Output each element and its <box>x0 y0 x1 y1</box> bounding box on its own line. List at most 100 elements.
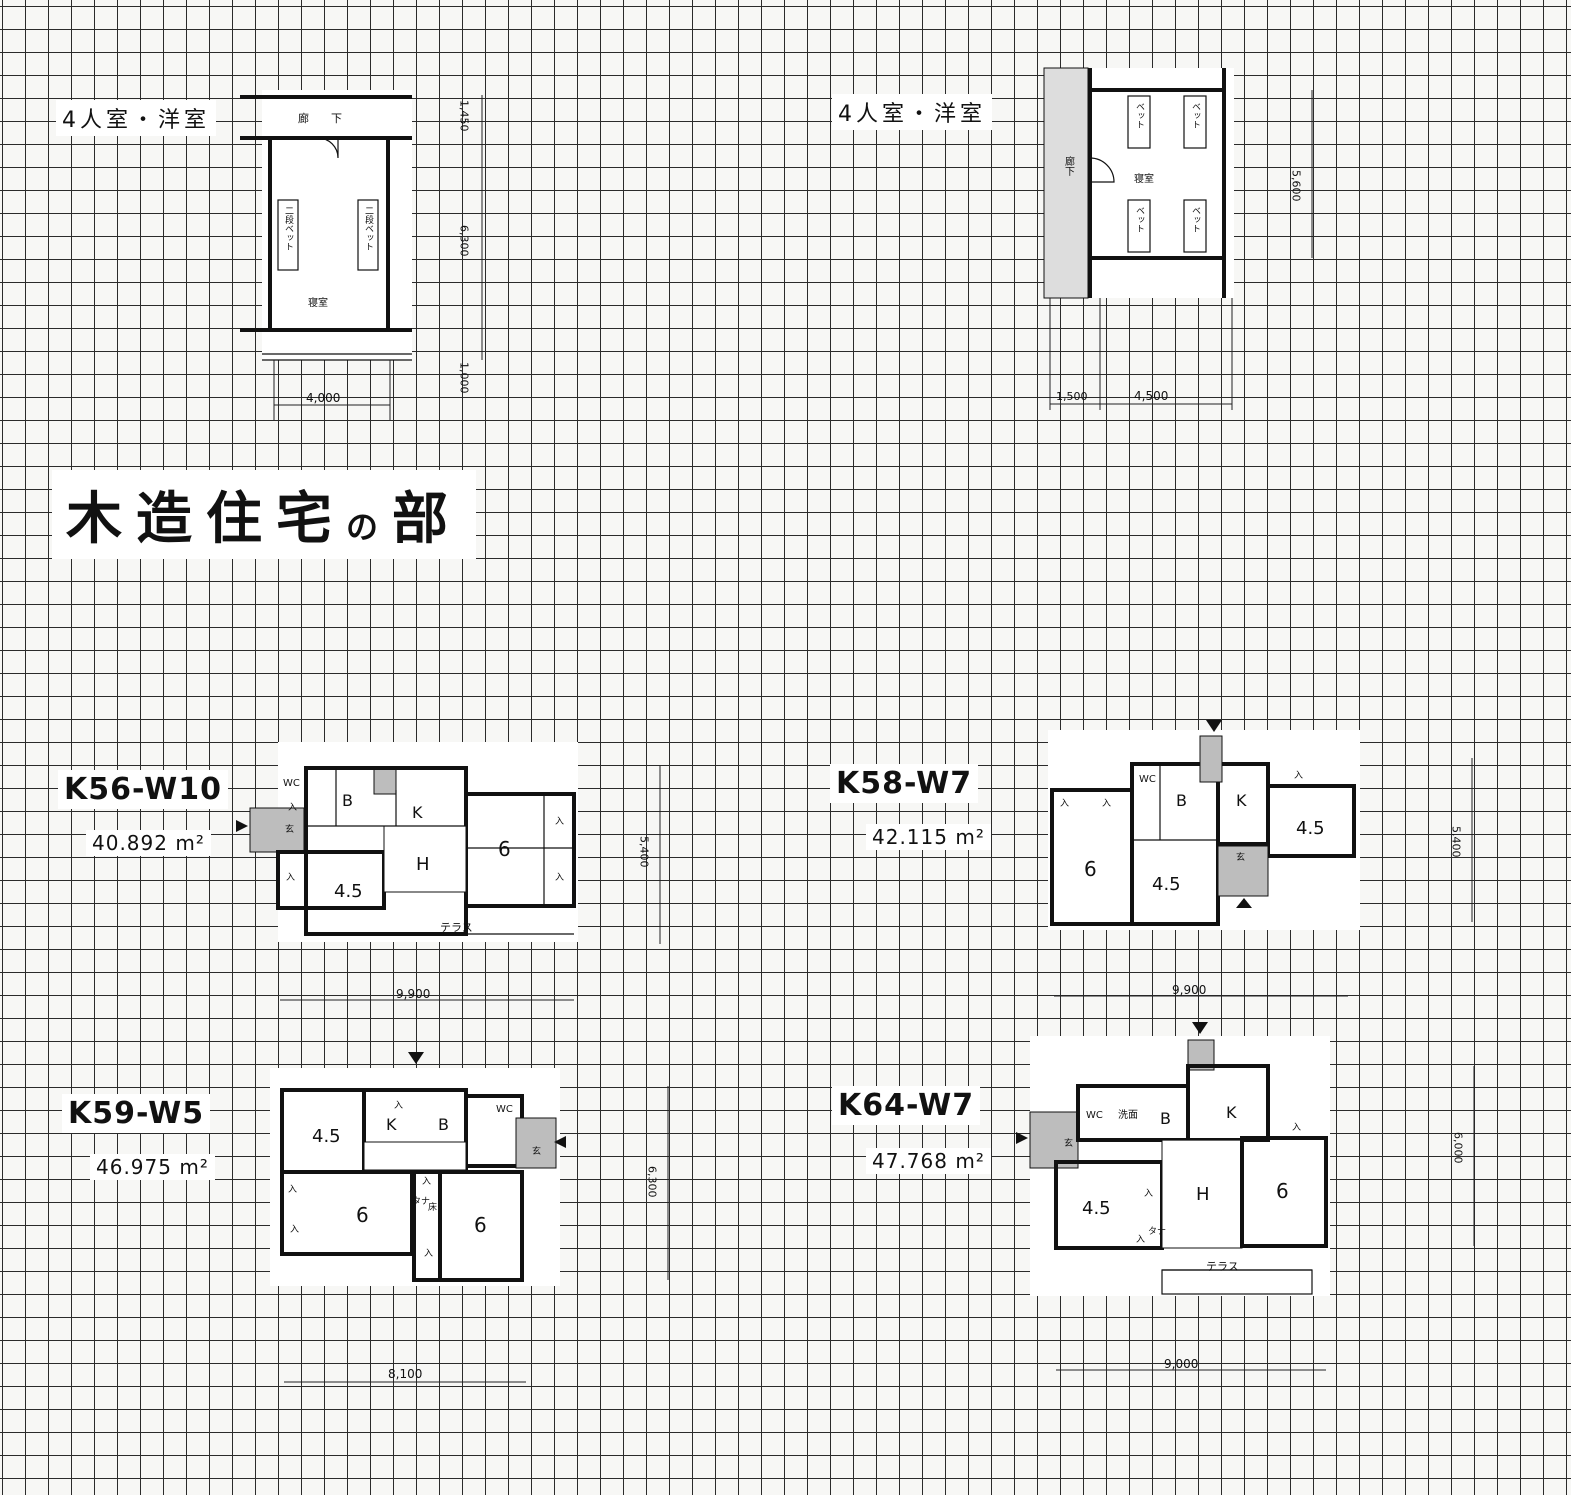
house-4-area-unit: m² <box>955 1149 985 1173</box>
house-1-closet-3: 入 <box>555 872 564 883</box>
house-2-room-6: 6 <box>1084 857 1097 881</box>
house-3-width-dim: 8,100 <box>388 1367 422 1381</box>
house-4-room-45: 4.5 <box>1082 1198 1111 1219</box>
room-plan-2-corridor-label: 廊下 <box>1063 155 1075 177</box>
house-1-depth-dim: 5,400 <box>638 836 651 868</box>
room-plan-2-bed-2 <box>1183 95 1207 149</box>
room-plan-2-title: 4人室・洋室 <box>832 94 992 130</box>
house-4-closet-2: 入 <box>1292 1122 1301 1133</box>
house-3-closet-5: 入 <box>394 1100 403 1111</box>
house-2-room-45a-wall <box>1266 784 1356 858</box>
room-plan-1-depth-dim: 6,300 <box>458 225 471 257</box>
house-2-room-k: K <box>1236 791 1247 810</box>
house-2-depth-dim: 5,400 <box>1450 826 1463 858</box>
house-4-room-6: 6 <box>1276 1179 1289 1203</box>
house-2-width-dim: 9,900 <box>1172 983 1206 997</box>
house-3-entrance-arrow <box>554 1136 566 1148</box>
house-3-area-unit: m² <box>179 1155 209 1179</box>
house-3-tana: タナ <box>412 1196 430 1207</box>
house-3-code: K59-W5 <box>62 1094 211 1133</box>
house-1-entrance-arrow <box>236 820 248 832</box>
house-4-room-wc: WC <box>1086 1110 1103 1121</box>
house-2-area-unit: m² <box>955 825 985 849</box>
house-1-room-6: 6 <box>498 837 511 861</box>
house-4-entrance-arrow-top <box>1192 1022 1208 1034</box>
house-1-entrance <box>249 807 305 853</box>
house-1-entry-label: 玄 <box>285 823 294 835</box>
room-plan-1-width-dim: 4,000 <box>306 391 340 405</box>
house-4-entrance-arrow <box>1016 1132 1028 1144</box>
house-3-area-value: 46.975 <box>96 1155 172 1179</box>
house-1-room-k: K <box>412 803 423 822</box>
house-4-area-value: 47.768 <box>872 1149 948 1173</box>
room-plan-2-bed-3-label: ベット <box>1134 206 1145 233</box>
section-title-tail: 部 <box>392 487 463 552</box>
house-3-hall-floor <box>363 1141 467 1171</box>
room-plan-1-bed-left-label: 二段ベット <box>283 206 294 251</box>
house-4-entrance <box>1029 1111 1079 1169</box>
house-3-room-k: K <box>386 1115 397 1134</box>
room-plan-1-bed-right-label: 二段ベット <box>363 206 374 251</box>
house-1-room-h: H <box>416 854 430 875</box>
house-2-entrance <box>1217 845 1269 897</box>
house-4-room-h: H <box>1196 1184 1210 1205</box>
room-plan-1-bed-right <box>357 199 379 271</box>
room-plan-2-bed-1 <box>1127 95 1151 149</box>
house-4-depth-dim: 6,000 <box>1452 1132 1465 1164</box>
house-2-entry-label: 玄 <box>1236 851 1245 863</box>
house-2-code: K58-W7 <box>830 764 979 803</box>
house-1-room-b: B <box>342 791 353 810</box>
house-4-code: K64-W7 <box>832 1086 981 1125</box>
house-3-depth-dim: 6,300 <box>646 1166 659 1198</box>
house-3-room-b: B <box>438 1115 449 1134</box>
house-2-room-45b: 4.5 <box>1152 874 1181 895</box>
house-4-entry-label: 玄 <box>1064 1137 1073 1149</box>
house-1-width-dim: 9,900 <box>396 987 430 1001</box>
room-plan-1-corridor-label: 廊 下 <box>298 111 342 125</box>
house-1-closet-2: 入 <box>555 816 564 827</box>
room-plan-2-door <box>1089 157 1115 183</box>
section-title: 木造住宅の部 <box>52 470 477 559</box>
house-3-entrance-arrow-top <box>408 1052 424 1064</box>
room-plan-2-stair <box>1043 67 1089 299</box>
house-1-room-wc: WC <box>283 778 300 789</box>
house-2-room-45a: 4.5 <box>1296 818 1325 839</box>
house-2-closet-2: 入 <box>1102 798 1111 809</box>
house-2-porch-top <box>1199 735 1223 783</box>
room-plan-1-bed-left <box>277 199 299 271</box>
room-plan-2-width-dim: 4,500 <box>1134 389 1168 403</box>
house-4-area: 47.768 m² <box>866 1148 991 1174</box>
house-2-closet-3: 入 <box>1294 770 1303 781</box>
house-3-closet-4: 入 <box>424 1248 433 1259</box>
house-1-area-unit: m² <box>175 831 205 855</box>
house-2-closet-1: 入 <box>1060 798 1069 809</box>
house-3-area: 46.975 m² <box>90 1154 215 1180</box>
room-plan-2-depth-dim: 5,600 <box>1290 170 1303 202</box>
house-3-entrance <box>515 1117 557 1169</box>
room-plan-2-bed-1-label: ベット <box>1134 102 1145 129</box>
house-3-entry-label: 玄 <box>532 1145 541 1157</box>
house-2-entrance-arrow <box>1236 898 1252 908</box>
house-1-closet-4: 入 <box>288 802 297 813</box>
house-1-room-45: 4.5 <box>334 881 363 902</box>
house-1-area-value: 40.892 <box>92 831 168 855</box>
house-3-room-6a: 6 <box>356 1203 369 1227</box>
house-4-room-washroom: 洗面 <box>1118 1109 1138 1121</box>
room-plan-2-bed-4 <box>1183 199 1207 253</box>
room-plan-1-balcony-dim: 1,000 <box>458 362 471 394</box>
house-4-tana: タナ <box>1148 1226 1166 1237</box>
house-1-h-floor <box>383 825 467 893</box>
room-plan-2-corridor-dim: 1,500 <box>1056 390 1088 403</box>
house-3-closet-1: 入 <box>288 1184 297 1195</box>
room-plan-2-room-label: 寝室 <box>1134 172 1154 185</box>
room-plan-2-bed-2-label: ベット <box>1190 102 1201 129</box>
house-4-room-6-wall <box>1240 1136 1328 1248</box>
house-3-tana-wall <box>412 1170 442 1282</box>
house-1-terrace: テラス <box>440 921 473 934</box>
house-4-room-b: B <box>1160 1109 1171 1128</box>
house-3-room-6b: 6 <box>474 1213 487 1237</box>
